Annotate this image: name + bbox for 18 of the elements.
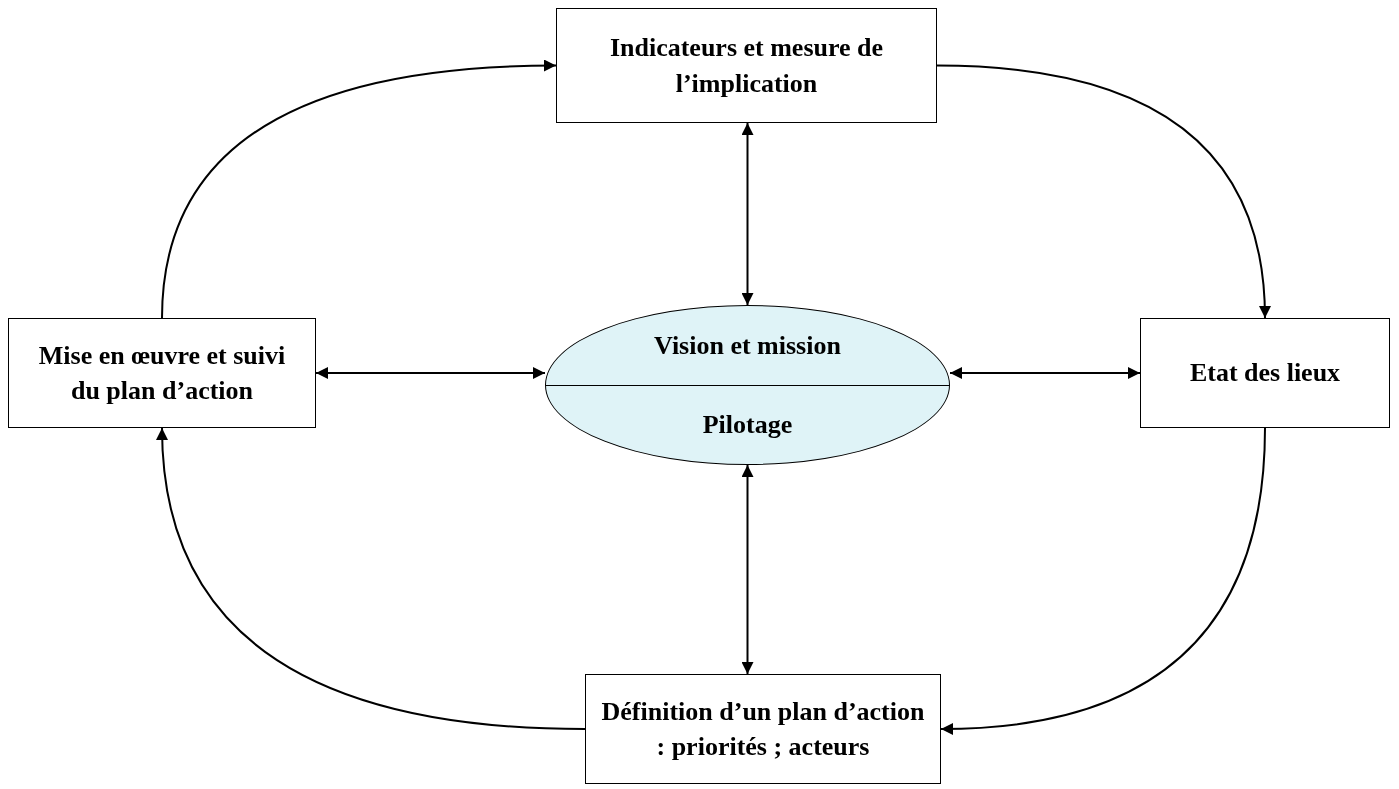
curved-arrow [161,59,557,319]
node-subtitle: Pilotage [702,409,793,440]
node-title: Vision et mission [654,330,841,361]
double-arrow [315,367,546,379]
box-label: Etat des lieux [1188,357,1342,390]
box-label: Mise en œuvre et suivi du plan d’action [37,339,287,407]
process-box [1140,318,1390,428]
curved-arrow [156,427,586,730]
double-arrow [741,122,754,306]
curved-arrow [936,64,1271,319]
curved-arrow [940,427,1266,735]
process-box [585,674,941,784]
box-label: Définition d’un plan d’action : priorités ; acteurs [600,695,926,763]
process-box [8,318,316,428]
double-arrow [949,367,1141,379]
process-box [556,8,937,123]
box-label: Indicateurs et mesure de l’implication [608,32,885,100]
double-arrow [741,464,754,675]
